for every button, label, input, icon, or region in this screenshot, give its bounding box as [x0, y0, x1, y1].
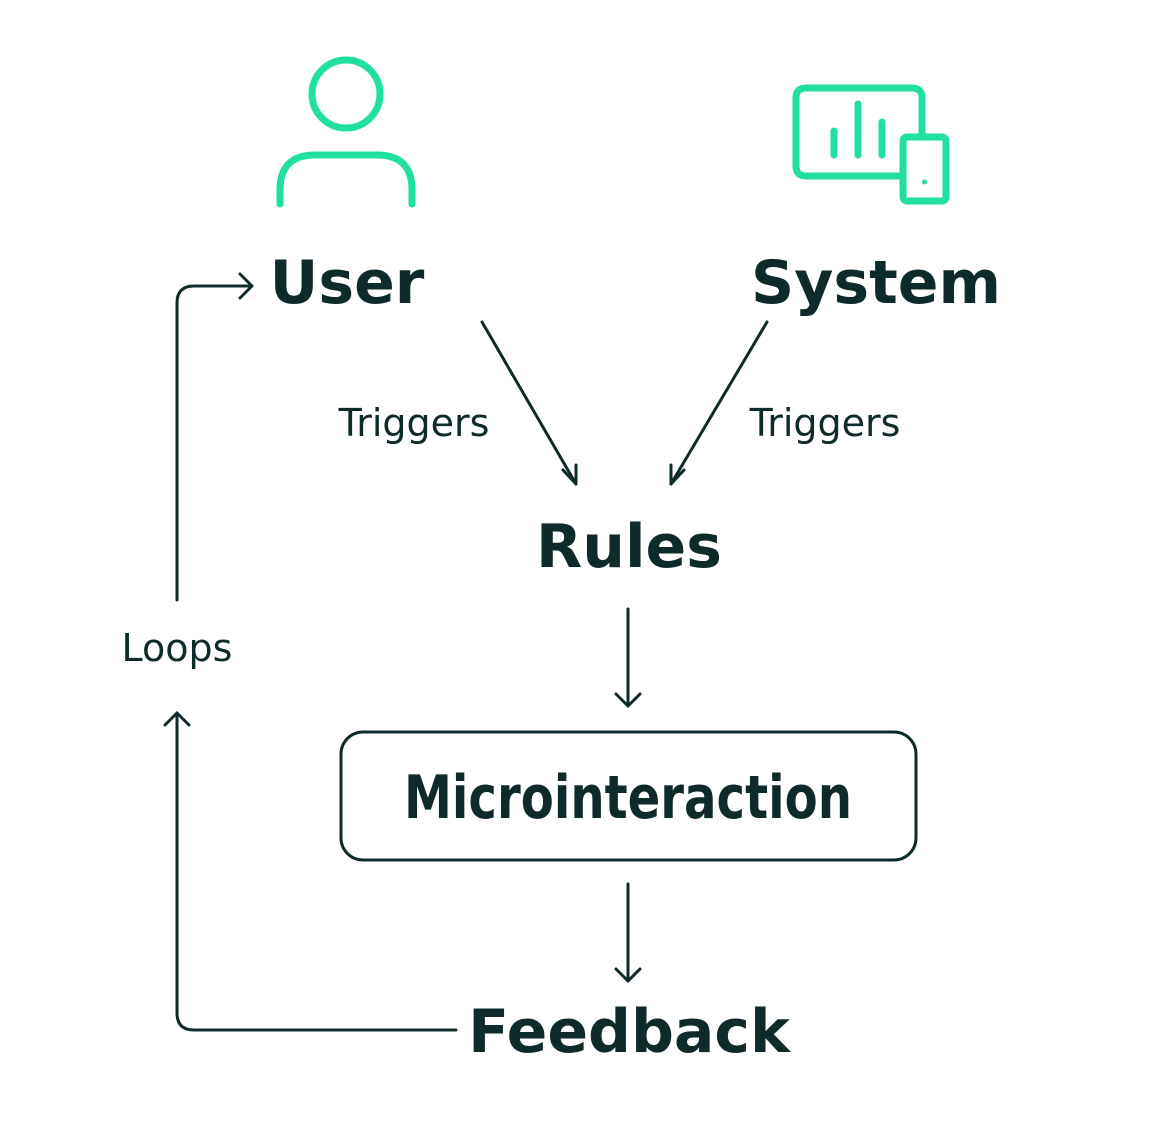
- arrow-microinteraction-to-feedback: [614, 882, 642, 983]
- devices-icon: [792, 84, 950, 205]
- arrow-user-to-rules: [480, 320, 578, 486]
- arrow-system-to-rules: [669, 320, 769, 486]
- loop-arrow-lower: [163, 711, 458, 1032]
- system-trigger-label: Triggers: [749, 401, 901, 445]
- user-icon: [276, 56, 416, 208]
- arrow-rules-to-microinteraction: [614, 607, 642, 708]
- system-label: System: [751, 248, 1001, 318]
- user-label: User: [270, 248, 425, 318]
- microinteraction-box: [339, 730, 918, 862]
- loops-label: Loops: [122, 626, 233, 670]
- rules-label: Rules: [536, 512, 722, 582]
- microinteraction-label: Microinteraction: [404, 763, 852, 833]
- feedback-label: Feedback: [468, 997, 792, 1067]
- loop-arrow-upper: [175, 272, 254, 602]
- user-trigger-label: Triggers: [338, 401, 490, 445]
